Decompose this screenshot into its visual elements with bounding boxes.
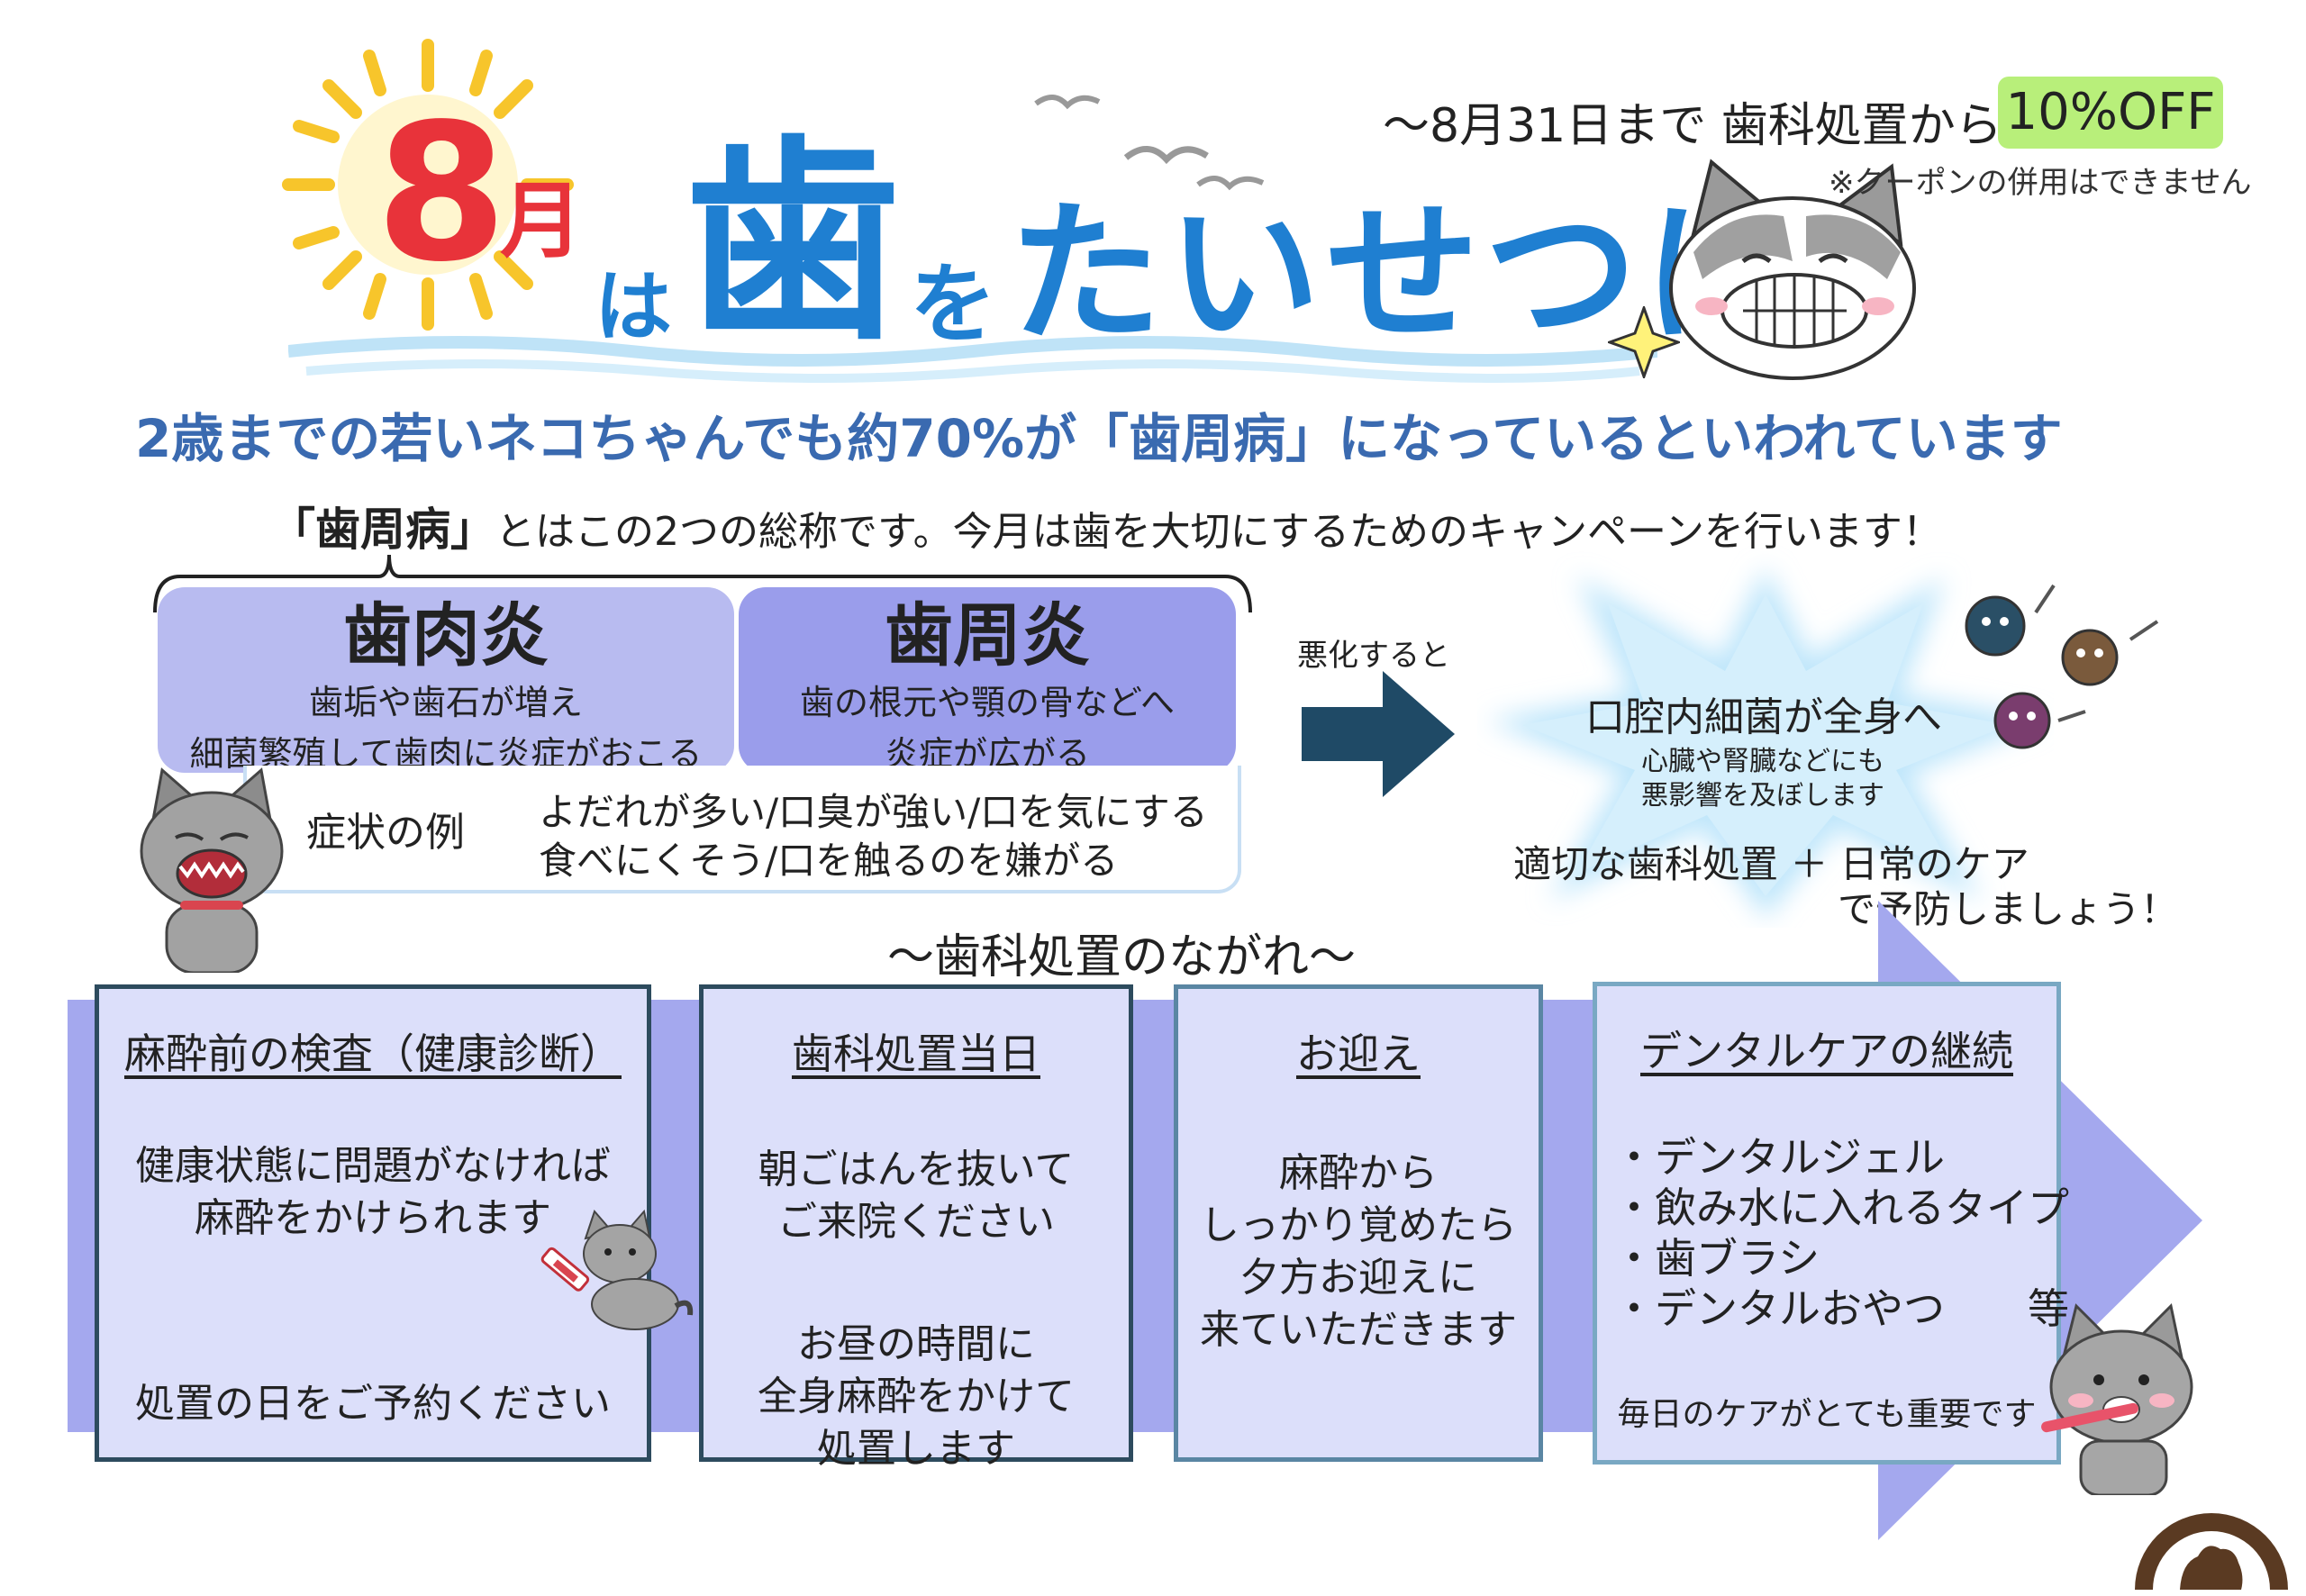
arrow-right-icon xyxy=(1302,671,1455,797)
title-taisetsu-ni: たいせつに xyxy=(1009,186,1802,364)
intro-term: 「歯周病」 xyxy=(270,503,495,556)
bacteria-spread-title: 口腔内細菌が全身へ xyxy=(1585,694,1942,740)
dental-care-note: 毎日のケアがとても重要です xyxy=(1617,1396,2037,1434)
step4-title: デンタルケアの継続 xyxy=(1640,1027,2013,1075)
birds-icon xyxy=(1034,95,1265,191)
step2-text-a1: 朝ごはんを抜いて xyxy=(758,1147,1075,1192)
dental-care-item: デンタルおやつ 等 xyxy=(1613,1283,2069,1334)
month-kanji: 月 xyxy=(500,173,584,269)
prevention-line1: 適切な歯科処置 ＋ 日常のケア xyxy=(1513,842,2029,886)
step2-title: 歯科処置当日 xyxy=(792,1029,1040,1078)
step2-text-a2: ご来院ください xyxy=(777,1199,1055,1246)
flow-title: 〜歯科処置のながれ〜 xyxy=(887,930,1357,984)
gingivitis-box: 歯肉炎 歯垢や歯石が増え 細菌繁殖して歯肉に炎症がおこる xyxy=(158,587,734,774)
brace-decoration xyxy=(153,554,1252,613)
water-wave-decoration xyxy=(288,336,1657,383)
germs-icon xyxy=(1965,584,2159,749)
cat-with-syringe-illustration xyxy=(540,1209,694,1330)
dental-care-list: デンタルジェル 飲み水に入れるタイプ 歯ブラシ デンタルおやつ 等 xyxy=(1597,1132,2069,1334)
step3-text-a4: 来ていただきます xyxy=(1200,1307,1517,1354)
step2-text-b1: お昼の時間に xyxy=(797,1321,1035,1368)
periodontitis-box: 歯周炎 歯の根元や顎の骨などへ 炎症が広がる xyxy=(739,587,1236,774)
grinning-cat-illustration xyxy=(1669,159,1916,380)
step1-text-a2: 麻酔をかけられます xyxy=(195,1195,551,1242)
title-particle-ha: は xyxy=(595,262,672,352)
month-number: 8 xyxy=(375,83,508,304)
title-particle-wo: を xyxy=(910,254,996,355)
periodontitis-desc-line1: 歯の根元や顎の骨などへ xyxy=(799,682,1176,722)
periodontitis-title: 歯周炎 xyxy=(885,595,1090,676)
symptoms-label: 症状の例 xyxy=(306,810,465,856)
intro-body: とはこの2つの総称です。今月は歯を大切にするためのキャンペーンを行います！ xyxy=(495,509,1942,555)
gingivitis-title: 歯肉炎 xyxy=(343,595,549,676)
bacteria-spread-sub1: 心臓や腎臓などにも xyxy=(1641,746,1884,777)
dental-care-item: 飲み水に入れるタイプ xyxy=(1613,1183,2069,1233)
title-tooth-kanji: 歯 xyxy=(685,117,902,369)
step2-text-b3: 処置します xyxy=(817,1426,1015,1473)
hospital-logo: HAYAMA ANIMAL HOSPITAL xyxy=(2126,1501,2297,1590)
worsening-label: 悪化すると xyxy=(1297,638,1450,674)
sick-cat-illustration xyxy=(140,767,284,973)
flow-step-pickup: お迎え 麻酔から しっかり覚めたら 夕方お迎えに 来ていただきます xyxy=(1174,984,1543,1462)
step1-text-b1: 処置の日をご予約ください xyxy=(135,1381,611,1428)
bacteria-spread-sub2: 悪影響を及ぼします xyxy=(1641,780,1884,812)
step1-title: 麻酔前の検査（健康診断） xyxy=(124,1029,622,1078)
step2-text-b2: 全身麻酔をかけて xyxy=(758,1374,1075,1420)
flow-step-pre-exam: 麻酔前の検査（健康診断） 健康状態に問題がなければ 麻酔をかけられます 処置の日… xyxy=(95,984,651,1462)
flow-step-treatment-day: 歯科処置当日 朝ごはんを抜いて ご来院ください お昼の時間に 全身麻酔をかけて … xyxy=(699,984,1133,1472)
discount-badge: 10%OFF xyxy=(1998,77,2223,149)
campaign-period-text: 〜8月31日まで 歯科処置から xyxy=(1383,99,2002,153)
sun-illustration xyxy=(282,39,574,331)
coupon-note: ※クーポンの併用はできません xyxy=(1829,165,2252,201)
symptoms-box xyxy=(243,766,1241,893)
cat-brushing-teeth-illustration xyxy=(2041,1302,2193,1495)
symptoms-line1: よだれが多い/口臭が強い/口を気にする xyxy=(539,790,1208,834)
dental-care-item: 歯ブラシ xyxy=(1613,1233,2056,1283)
step3-text-a3: 夕方お迎えに xyxy=(1239,1255,1477,1301)
intro-text: 「歯周病」とはこの2つの総称です。今月は歯を大切にするためのキャンペーンを行いま… xyxy=(270,494,1942,558)
dental-care-item: デンタルジェル xyxy=(1613,1132,2056,1183)
symptoms-line2: 食べにくそう/口を触るのを嫌がる xyxy=(539,839,1119,883)
bacteria-burst-shape xyxy=(1486,567,2045,919)
step3-text-a2: しっかり覚めたら xyxy=(1200,1202,1517,1249)
step3-text-a1: 麻酔から xyxy=(1279,1150,1438,1196)
headline: 2歳までの若いネコちゃんでも約70%が「歯周病」になっているといわれています xyxy=(135,408,2063,469)
step1-text-a1: 健康状態に問題がなければ xyxy=(135,1143,611,1189)
flow-step-dental-care: デンタルケアの継続 デンタルジェル 飲み水に入れるタイプ 歯ブラシ デンタルおや… xyxy=(1593,982,2069,1465)
gingivitis-desc-line1: 歯垢や歯石が増え xyxy=(308,682,583,722)
sparkle-icon xyxy=(1608,306,1680,378)
step3-title: お迎え xyxy=(1296,1029,1421,1078)
logo-text: HAYAMA ANIMAL HOSPITAL xyxy=(2126,1501,2297,1515)
